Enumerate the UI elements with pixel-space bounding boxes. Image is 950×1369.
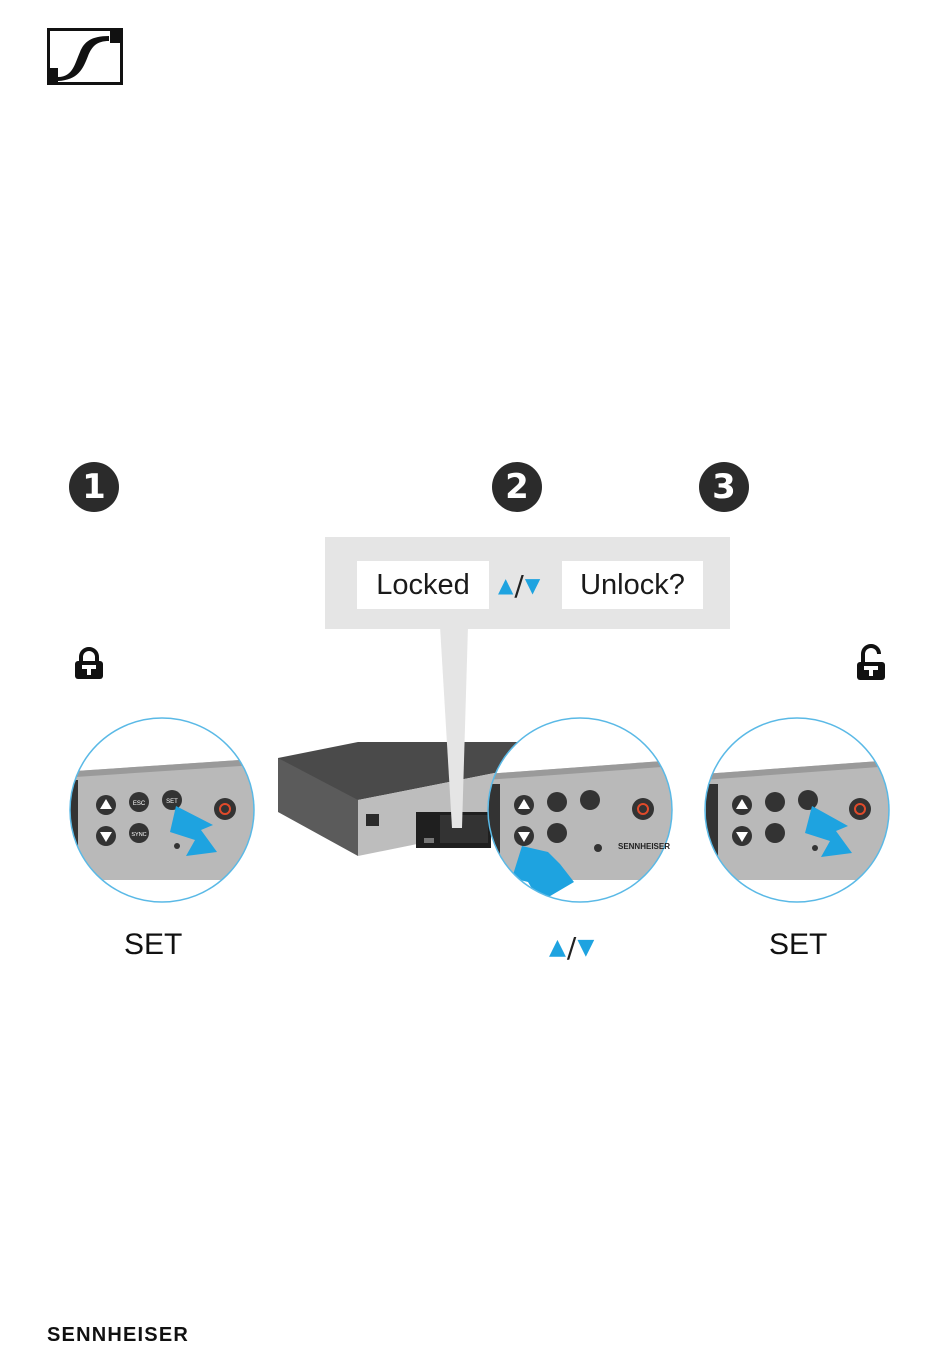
panel2-brand-label: SENNHEISER <box>618 842 670 851</box>
step2-caption-arrows: ▲/▼ <box>549 932 594 962</box>
lock-closed-icon <box>73 647 105 681</box>
panel1-sync-label: SYNC <box>131 832 146 838</box>
unlock-display-text: Unlock? <box>562 561 703 609</box>
down-arrow-icon: ▼ <box>577 935 594 960</box>
sennheiser-wordmark: SENNHEISER <box>47 1324 189 1347</box>
up-arrow-icon: ▲ <box>549 935 566 960</box>
panel1-esc-label: ESC <box>133 801 146 807</box>
step1-caption: SET <box>124 928 182 962</box>
slash-glyph: / <box>567 931 576 964</box>
step3-caption: SET <box>769 928 827 962</box>
up-arrow-icon: ▲ <box>498 573 513 597</box>
slash-glyph: / <box>514 569 523 602</box>
up-down-arrows: ▲/▼ <box>498 570 540 600</box>
panel1-set-label: SET <box>166 799 178 805</box>
down-arrow-icon: ▼ <box>525 573 540 597</box>
locked-display-text: Locked <box>357 561 489 609</box>
lock-open-icon <box>855 642 891 682</box>
zoom-panel-1 <box>60 700 270 920</box>
